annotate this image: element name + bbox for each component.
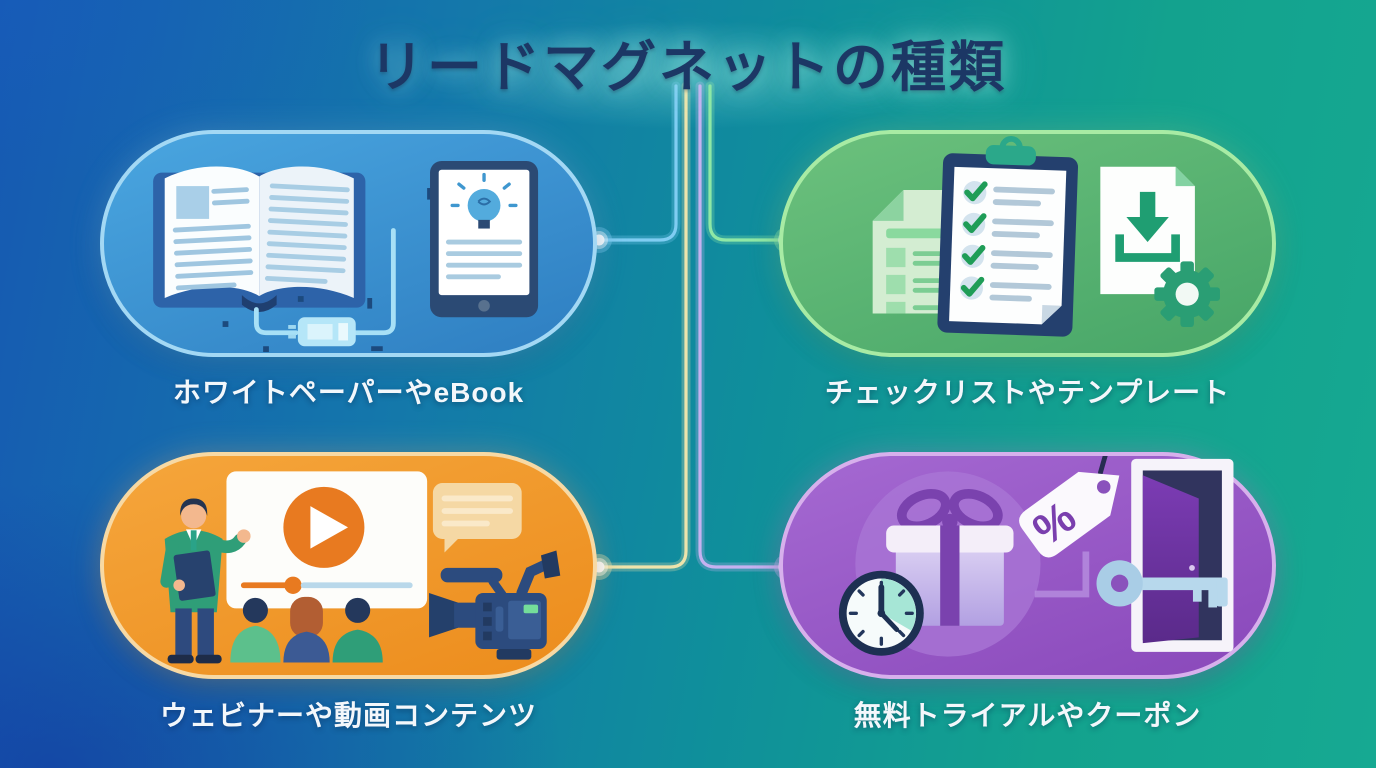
usb-cable-icon <box>222 188 446 353</box>
card-label-checklist: チェックリストやテンプレート <box>824 377 1231 408</box>
checklist-clipboard-icon <box>937 135 1079 337</box>
gear-icon <box>1154 261 1220 327</box>
key-icon <box>1096 560 1228 608</box>
card-freetrial-coupon: % <box>779 452 1276 679</box>
lightbulb-icon <box>450 172 518 229</box>
progress-thumb <box>284 576 302 594</box>
clock-icon <box>838 570 924 656</box>
card-webinar-video <box>100 452 597 679</box>
presenter-icon <box>160 498 251 664</box>
open-book-icon <box>153 166 366 312</box>
whitepaper-illustration <box>153 161 539 353</box>
download-document-icon <box>1100 166 1195 295</box>
video-camera-icon <box>429 550 561 660</box>
audience-icon <box>230 596 383 663</box>
card-label-freetrial: 無料トライアルやクーポン <box>853 700 1202 731</box>
webinar-illustration <box>160 471 561 664</box>
card-whitepaper-ebook <box>100 130 597 357</box>
connector-webinar <box>586 81 691 580</box>
play-icon <box>310 506 349 549</box>
freetrial-illustration: % <box>838 456 1234 657</box>
home-button <box>478 299 490 312</box>
page-title: リードマグネットの種類 <box>368 36 1007 98</box>
checklist-illustration <box>872 135 1220 337</box>
card-checklist-template <box>779 130 1276 357</box>
corner-arrow <box>1034 551 1090 598</box>
check-rows <box>959 181 1055 302</box>
video-player-icon <box>226 471 428 609</box>
download-arrow-icon <box>1115 191 1180 262</box>
card-label-webinar: ウェビナーや動画コンテンツ <box>159 700 537 731</box>
tablet-lightbulb-icon <box>430 161 539 318</box>
speech-bubble-icon <box>432 483 522 553</box>
connector-whitepaper <box>586 81 681 253</box>
open-door-icon <box>1131 458 1234 652</box>
card-label-whitepaper: ホワイトペーパーやeBook <box>172 377 525 408</box>
record-light <box>523 604 539 614</box>
